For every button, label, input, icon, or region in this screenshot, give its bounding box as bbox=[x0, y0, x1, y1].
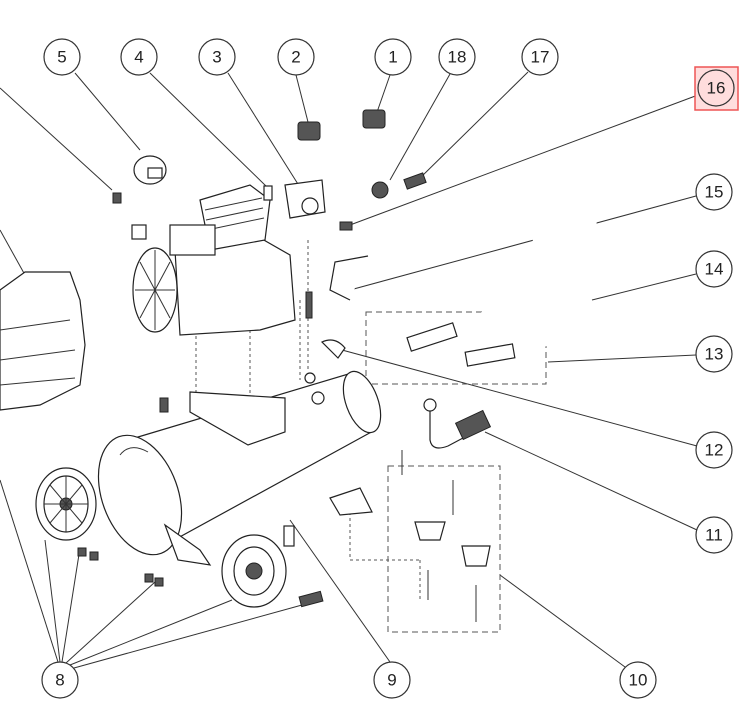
svg-text:2: 2 bbox=[291, 48, 300, 67]
foot-group bbox=[387, 465, 501, 633]
wheel-right bbox=[221, 534, 287, 608]
callout-16[interactable]: 16 bbox=[697, 69, 735, 107]
svg-text:8: 8 bbox=[55, 671, 64, 690]
callout-15[interactable]: 15 bbox=[695, 173, 733, 211]
callout-1[interactable]: 1 bbox=[374, 38, 412, 76]
svg-text:18: 18 bbox=[448, 48, 467, 67]
svg-text:4: 4 bbox=[134, 48, 143, 67]
callout-14[interactable]: 14 bbox=[695, 250, 733, 288]
svg-text:9: 9 bbox=[387, 671, 396, 690]
wheel-left bbox=[35, 467, 97, 541]
air-tank bbox=[97, 370, 382, 556]
callout-13[interactable]: 13 bbox=[695, 335, 733, 373]
handle bbox=[439, 164, 599, 363]
svg-text:10: 10 bbox=[629, 671, 648, 690]
callout-3[interactable]: 3 bbox=[198, 38, 236, 76]
svg-text:11: 11 bbox=[705, 526, 723, 545]
callout-9[interactable]: 9 bbox=[373, 661, 411, 699]
motor-pump bbox=[132, 184, 296, 336]
svg-text:3: 3 bbox=[212, 48, 221, 67]
callout-5[interactable]: 5 bbox=[43, 38, 81, 76]
svg-text:5: 5 bbox=[57, 48, 66, 67]
small-parts bbox=[112, 109, 437, 413]
svg-text:17: 17 bbox=[531, 48, 550, 67]
callout-18[interactable]: 18 bbox=[438, 38, 476, 76]
callout-4[interactable]: 4 bbox=[120, 38, 158, 76]
callout-10[interactable]: 10 bbox=[619, 661, 657, 699]
svg-text:12: 12 bbox=[705, 441, 724, 460]
svg-text:14: 14 bbox=[705, 260, 724, 279]
shroud bbox=[0, 271, 86, 411]
svg-text:15: 15 bbox=[705, 183, 724, 202]
callout-12[interactable]: 12 bbox=[695, 431, 733, 469]
callout-8[interactable]: 8 bbox=[41, 661, 79, 699]
mounting-plate bbox=[189, 391, 286, 446]
svg-text:13: 13 bbox=[705, 345, 724, 364]
leader-lines bbox=[0, 71, 699, 669]
callout-2[interactable]: 2 bbox=[277, 38, 315, 76]
handle-bracket-group bbox=[365, 311, 547, 385]
svg-text:1: 1 bbox=[388, 48, 397, 67]
callout-17[interactable]: 17 bbox=[521, 38, 559, 76]
callout-11[interactable]: 11 bbox=[695, 516, 733, 554]
svg-text:16: 16 bbox=[707, 79, 726, 98]
